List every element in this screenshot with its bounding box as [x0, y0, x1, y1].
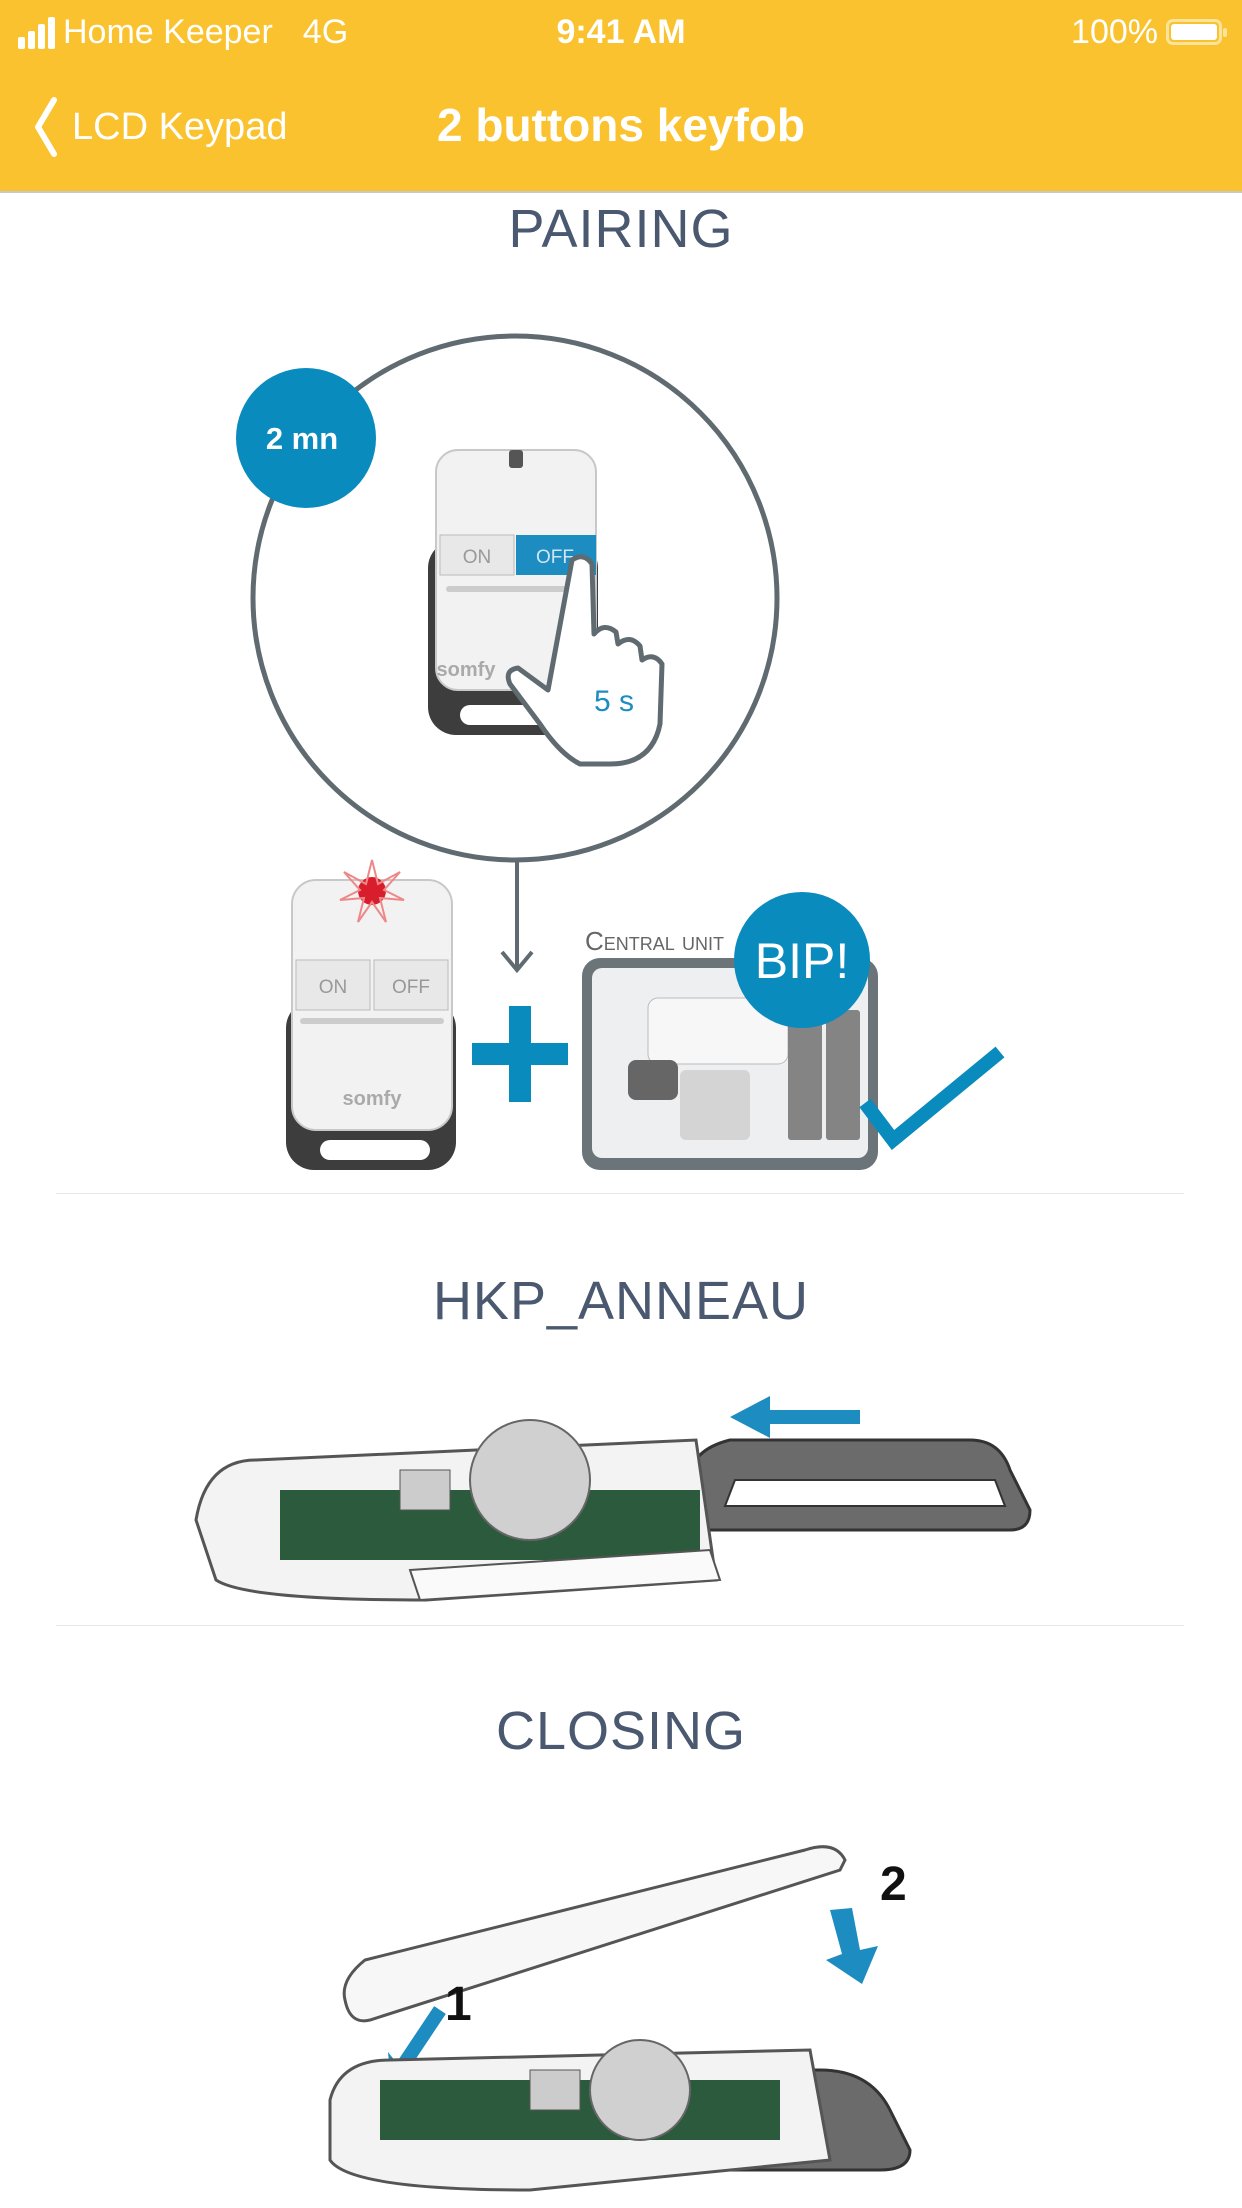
- illustration-shape: [295, 959, 371, 1011]
- battery-percent: 100%: [1071, 13, 1158, 51]
- keyfob-cover: [342, 1845, 847, 2023]
- keyfob-led-blinking: [286, 859, 456, 1170]
- battery-icon: [1166, 19, 1227, 45]
- checkmark-icon: [859, 1046, 1005, 1151]
- status-bar-left: Home Keeper 4G: [18, 10, 348, 54]
- illustration-shape: [509, 450, 523, 468]
- brand-logo: somfy: [437, 659, 497, 681]
- back-button[interactable]: LCD Keypad: [34, 96, 287, 158]
- section-title-pairing: PAIRING: [508, 199, 734, 259]
- ring-attach-illustration: [194, 1396, 1032, 1602]
- illustration-shape: [680, 1070, 750, 1140]
- pairing-illustration: ON OFF somfy 5 s 2 mn ON OFF somfy Centr…: [236, 333, 1005, 1170]
- illustration-shape: [399, 1469, 451, 1511]
- closing-illustration: 2 1: [328, 1845, 912, 2192]
- arrow-down-icon: [826, 1908, 878, 1984]
- off-label-2: OFF: [392, 977, 430, 998]
- illustration-shape: [439, 534, 515, 576]
- back-label: LCD Keypad: [72, 105, 288, 148]
- brand-logo-2: somfy: [343, 1088, 403, 1110]
- section-title-closing: CLOSING: [495, 1701, 747, 1761]
- status-bar-right: 100%: [1071, 10, 1227, 54]
- central-unit: [582, 958, 878, 1170]
- signal-icon: [18, 15, 55, 49]
- timer-badge-text: 2 mn: [266, 421, 338, 456]
- illustration-shape: [373, 959, 449, 1011]
- illustration-shape: [589, 2039, 691, 2141]
- illustration-shape: [339, 859, 405, 923]
- illustration-shape: [788, 1010, 822, 1140]
- beep-badge: [734, 892, 870, 1028]
- beep-badge-text: BIP!: [755, 933, 849, 989]
- clock: 9:41 AM: [556, 13, 686, 51]
- step-2-label: 2: [880, 1858, 907, 1911]
- hold-time: 5 s: [594, 685, 634, 718]
- illustration-shape: [509, 1006, 531, 1102]
- illustration-shape: [529, 2069, 581, 2111]
- illustration-shape: [300, 1018, 444, 1024]
- illustration-shape: [628, 1060, 678, 1100]
- central-unit-label: Central unit: [585, 926, 724, 956]
- divider: [56, 1625, 1184, 1626]
- carrier: Home Keeper: [63, 13, 273, 51]
- illustration-shape: [826, 1010, 860, 1140]
- hand-press-icon: [505, 554, 665, 767]
- timer-badge: [236, 368, 376, 508]
- illustration-shape: [446, 586, 586, 592]
- arrow-down-icon: [500, 950, 534, 974]
- section-title-hkp-anneau: HKP_ANNEAU: [432, 1271, 810, 1331]
- illustration-shape: [35, 97, 57, 157]
- on-label: ON: [463, 547, 492, 568]
- illustration-shape: [408, 1548, 722, 1602]
- illustration-shape: [320, 1140, 430, 1160]
- illustration-shape: [469, 1419, 591, 1541]
- network: 4G: [302, 13, 349, 51]
- navigation-bar: Home Keeper 4G 9:41 AM 100% LCD Keypad 2…: [0, 0, 1242, 193]
- step-1-label: 1: [445, 1978, 472, 2031]
- arrow-left-icon: [730, 1396, 860, 1438]
- on-label-2: ON: [319, 977, 348, 998]
- page-title: 2 buttons keyfob: [436, 99, 806, 151]
- illustration-shape: [723, 1479, 1007, 1507]
- divider: [56, 1193, 1184, 1194]
- chevron-left-icon: [35, 97, 57, 157]
- off-label: OFF: [536, 547, 574, 568]
